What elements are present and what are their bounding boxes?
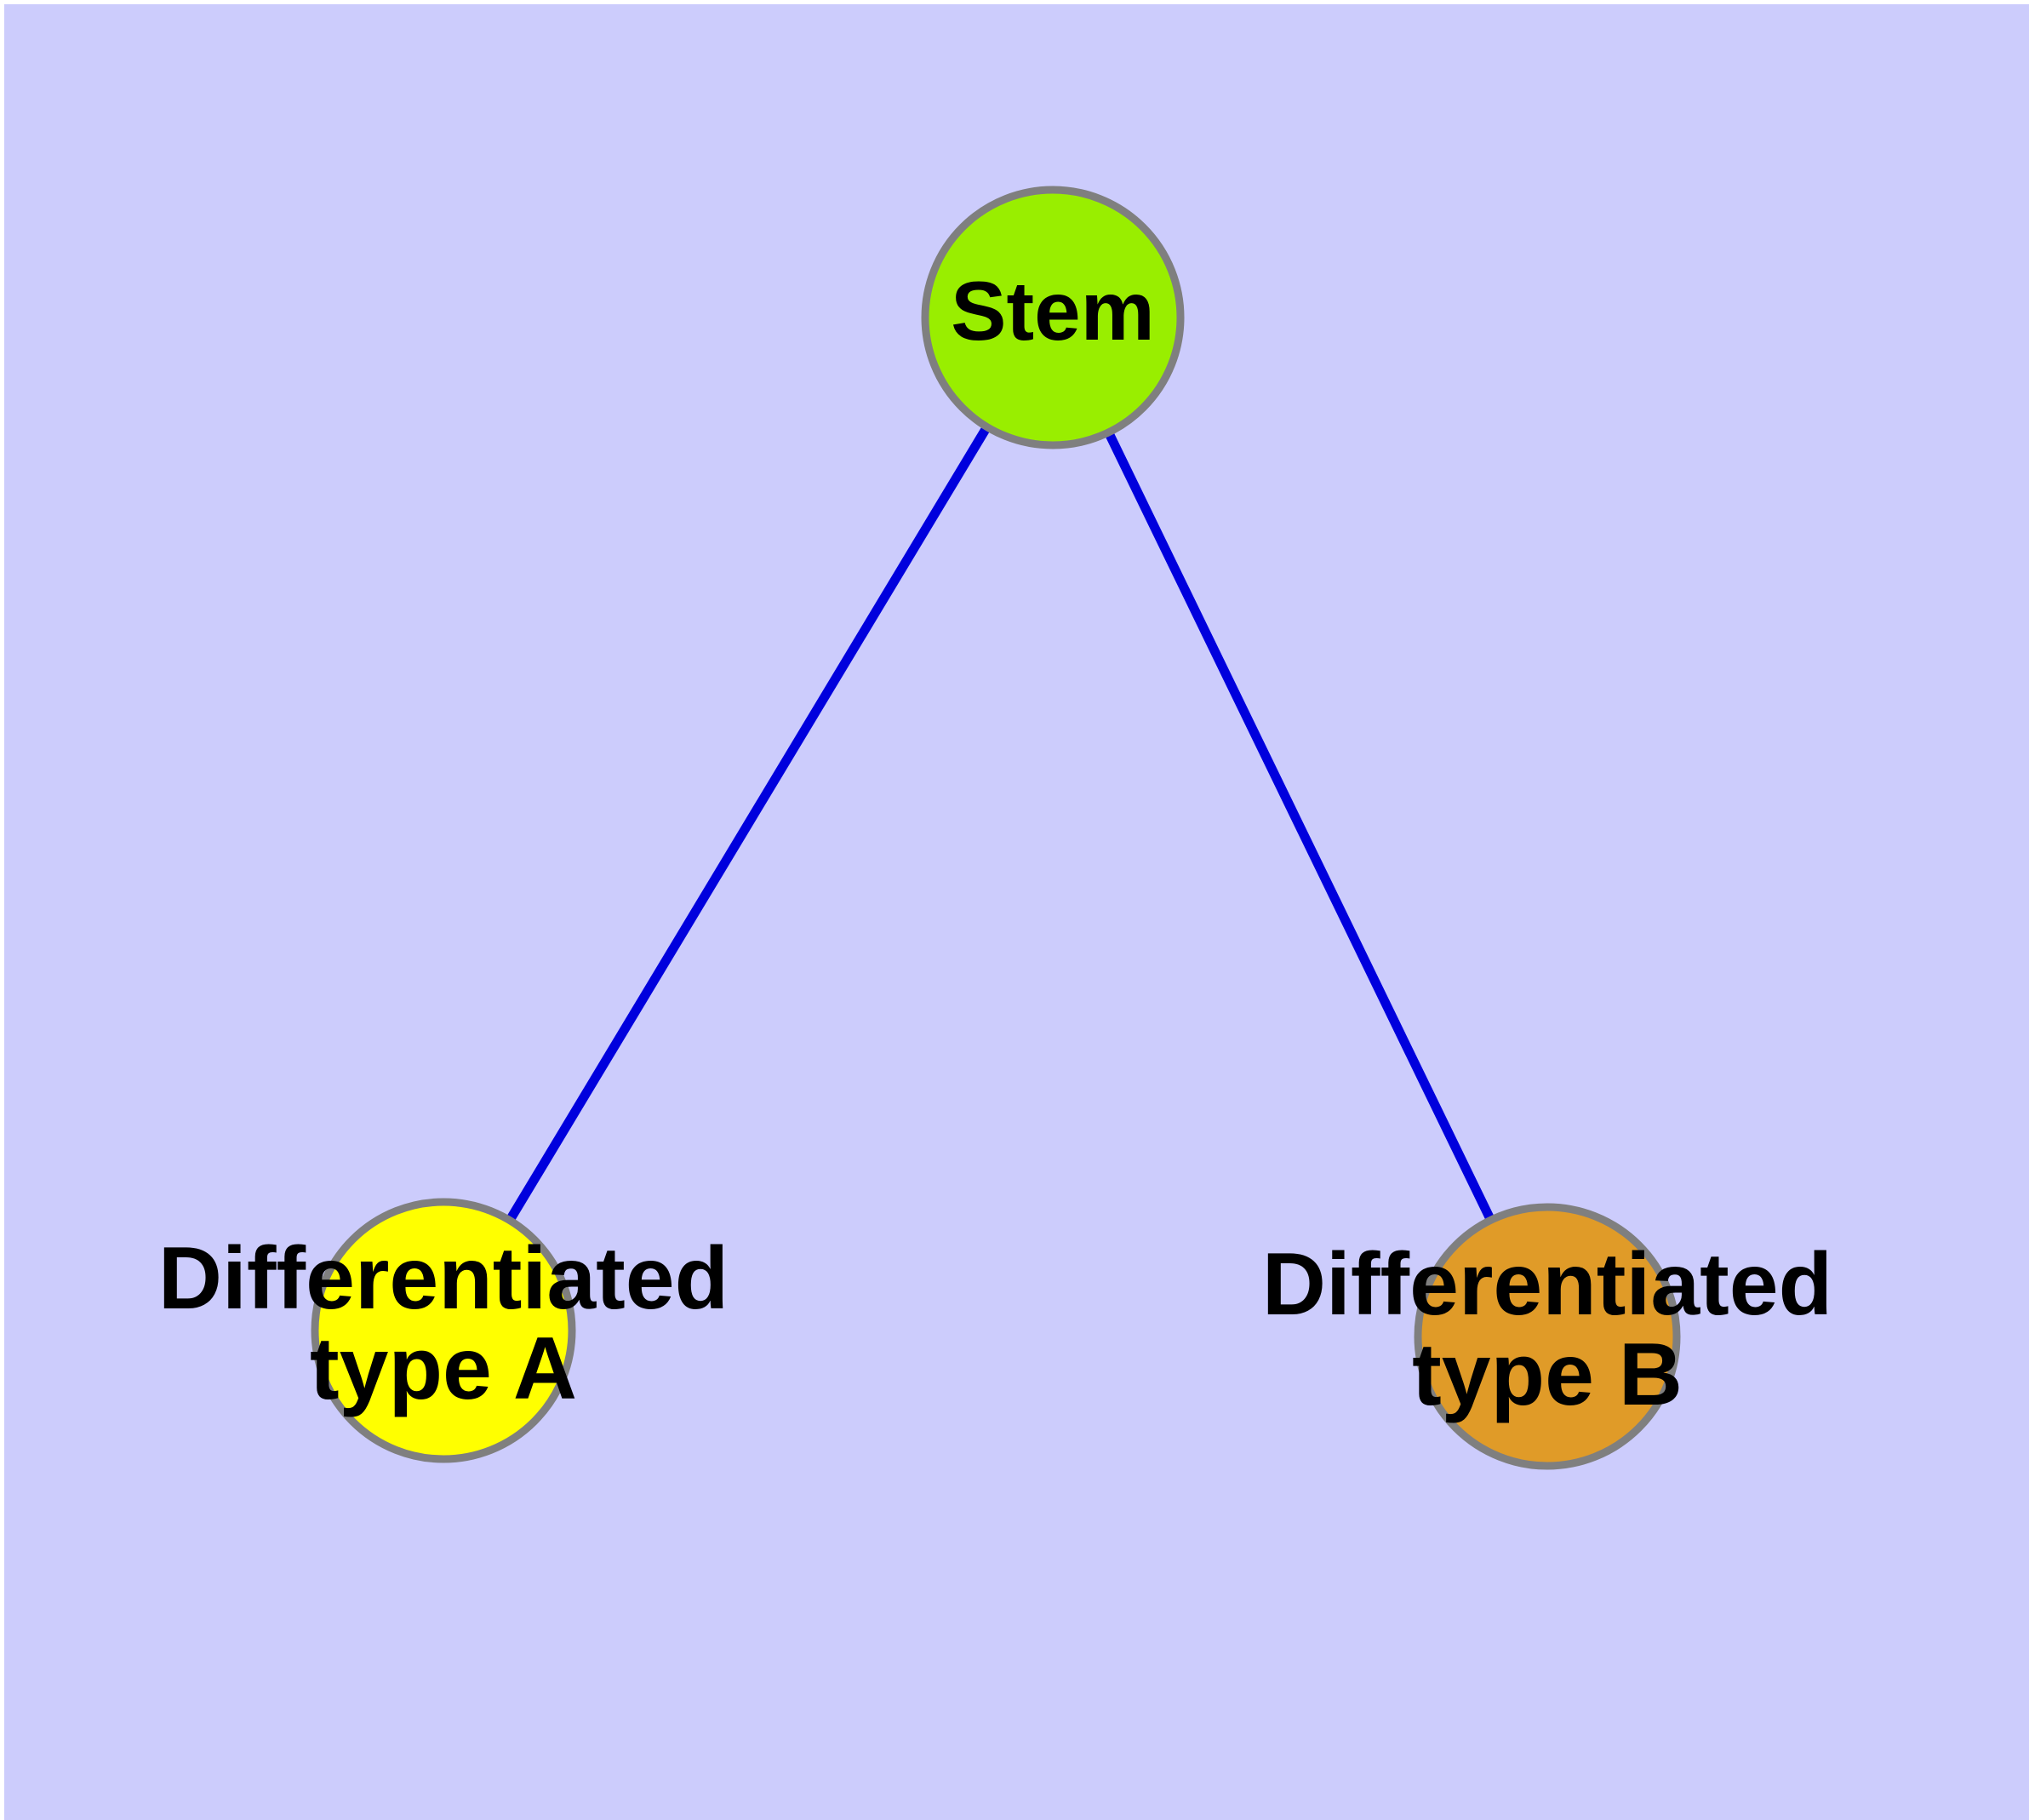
node-diff-b-circle[interactable]	[1414, 1203, 1681, 1470]
node-label-line: type A	[310, 1320, 577, 1419]
node-stem-label: Stem	[951, 264, 1155, 358]
node-stem-circle[interactable]	[921, 186, 1185, 449]
edge-stem-to-diff-b	[1103, 428, 1496, 1224]
edge-stem-to-diff-a	[505, 422, 992, 1225]
node-label-line: Stem	[951, 264, 1155, 358]
edge-layer	[505, 422, 1496, 1225]
node-diff-a-circle[interactable]	[311, 1198, 576, 1463]
node-label-line: Differentiated	[1262, 1235, 1832, 1334]
node-label-line: type B	[1412, 1326, 1683, 1425]
node-layer	[311, 186, 1681, 1470]
node-label-line: Differentiated	[158, 1229, 729, 1328]
